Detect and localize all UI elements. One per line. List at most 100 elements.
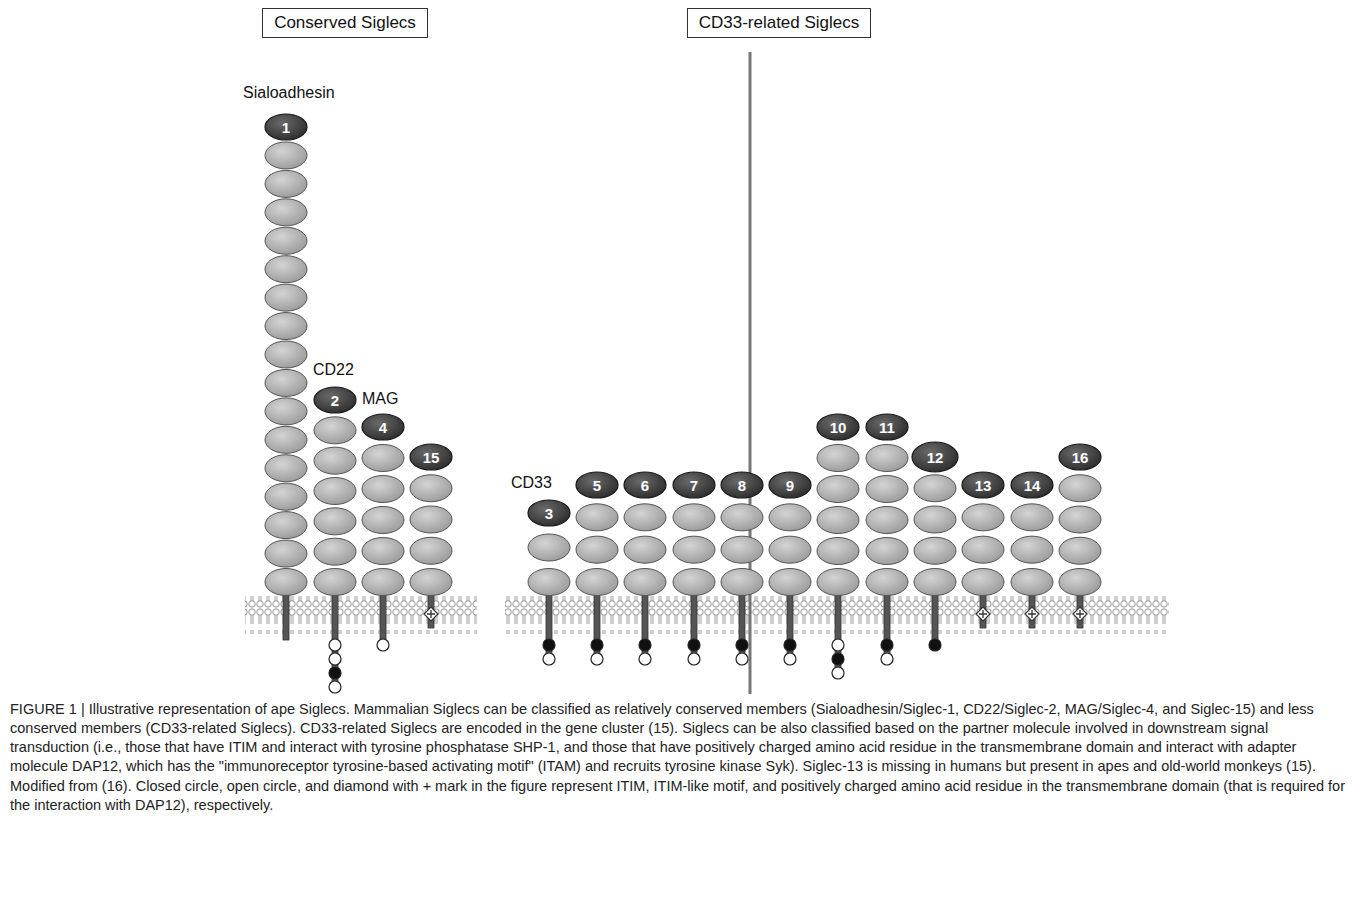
itim-circle xyxy=(736,639,748,651)
ig-domain xyxy=(673,536,715,563)
domain-ellipse xyxy=(1011,472,1053,498)
charged-residue-diamond xyxy=(424,607,438,621)
ig-domain xyxy=(866,538,908,565)
v-set-domain: 4 xyxy=(361,413,405,441)
ig-domain xyxy=(866,507,908,534)
siglec-number: 2 xyxy=(331,393,339,408)
plus-mark xyxy=(427,610,435,618)
ig-domain xyxy=(914,506,956,533)
v-set-domain: 9 xyxy=(768,471,812,499)
siglec-molecule xyxy=(624,504,666,665)
itim-like-circle xyxy=(543,653,555,665)
siglec-molecule xyxy=(721,504,763,665)
group-header-box: Conserved Siglecs xyxy=(262,8,428,38)
siglec-number: 8 xyxy=(738,478,746,493)
siglec-molecule xyxy=(817,445,859,680)
ig-domain xyxy=(914,475,956,502)
ig-domain xyxy=(265,170,307,197)
siglec-molecule xyxy=(1011,504,1053,628)
ig-domain xyxy=(265,313,307,340)
ig-domain xyxy=(962,569,1004,596)
ig-domain xyxy=(265,512,307,539)
siglec-number: 12 xyxy=(927,450,944,465)
charged-residue-diamond xyxy=(976,607,990,621)
ig-domain xyxy=(817,445,859,472)
siglec-number: 1 xyxy=(282,120,290,135)
siglec-molecule xyxy=(673,504,715,665)
ig-domain xyxy=(624,536,666,563)
siglec-molecule xyxy=(962,504,1004,628)
itim-circle xyxy=(832,653,844,665)
itim-circle xyxy=(591,639,603,651)
domain-ellipse xyxy=(721,472,763,498)
ig-domain xyxy=(265,256,307,283)
ig-domain xyxy=(362,569,404,596)
siglec-number: 11 xyxy=(879,420,895,435)
siglec-molecule xyxy=(914,475,956,651)
ig-domain xyxy=(362,476,404,503)
siglec-number: 14 xyxy=(1024,478,1041,493)
v-set-domain: 8 xyxy=(720,471,764,499)
siglec-molecule xyxy=(314,417,356,693)
plus-mark xyxy=(1076,610,1084,618)
itim-like-circle xyxy=(688,653,700,665)
ig-domain xyxy=(362,538,404,565)
ig-domain xyxy=(265,341,307,368)
ig-domain xyxy=(866,445,908,472)
ig-domain xyxy=(817,476,859,503)
itim-like-circle xyxy=(832,667,844,679)
ig-domain xyxy=(1059,537,1101,564)
siglec-molecule xyxy=(576,504,618,665)
siglec-molecule xyxy=(265,142,307,640)
charged-residue-diamond xyxy=(1073,607,1087,621)
siglec-number: 10 xyxy=(830,420,847,435)
molecule-name: MAG xyxy=(362,390,398,408)
ig-domain xyxy=(362,507,404,534)
ig-domain xyxy=(721,504,763,531)
ig-domain xyxy=(314,569,356,596)
v-set-domain: 15 xyxy=(409,443,453,471)
ig-domain xyxy=(817,507,859,534)
ig-domain xyxy=(265,284,307,311)
itim-like-circle xyxy=(329,653,341,665)
itim-circle xyxy=(688,639,700,651)
itim-circle xyxy=(329,667,341,679)
siglec-molecules xyxy=(265,142,1101,693)
siglec-molecule xyxy=(1059,475,1101,628)
itim-circle xyxy=(784,639,796,651)
itim-like-circle xyxy=(329,639,341,651)
ig-domain xyxy=(866,476,908,503)
v-set-domain: 16 xyxy=(1058,443,1102,471)
siglec-molecule xyxy=(410,475,452,628)
molecule-name: Sialoadhesin xyxy=(243,84,335,102)
itim-circle xyxy=(639,639,651,651)
ig-domain xyxy=(314,447,356,474)
molecule-name: CD33 xyxy=(511,474,552,492)
itim-like-circle xyxy=(736,653,748,665)
domain-ellipse xyxy=(362,414,404,440)
v-set-domain: 6 xyxy=(623,471,667,499)
ig-domain xyxy=(962,504,1004,531)
ig-domain xyxy=(410,506,452,533)
v-set-domain: 14 xyxy=(1010,471,1054,499)
siglec-number: 5 xyxy=(593,478,601,493)
siglec-number: 9 xyxy=(786,478,794,493)
figure-caption: FIGURE 1 | Illustrative representation o… xyxy=(10,700,1350,815)
ig-domain xyxy=(265,369,307,396)
siglec-molecule xyxy=(362,445,404,652)
itim-like-circle xyxy=(881,653,893,665)
ig-domain xyxy=(962,536,1004,563)
itim-like-circle xyxy=(832,639,844,651)
ig-domain xyxy=(528,569,570,596)
v-set-domain: 2 xyxy=(313,386,357,414)
ig-domain xyxy=(528,534,570,561)
ig-domain xyxy=(410,475,452,502)
v-set-domain: 5 xyxy=(575,471,619,499)
ig-domain xyxy=(576,569,618,596)
itim-like-circle xyxy=(377,639,389,651)
itim-like-circle xyxy=(329,681,341,693)
domain-ellipse xyxy=(410,444,452,470)
ig-domain xyxy=(769,536,811,563)
ig-domain xyxy=(721,536,763,563)
